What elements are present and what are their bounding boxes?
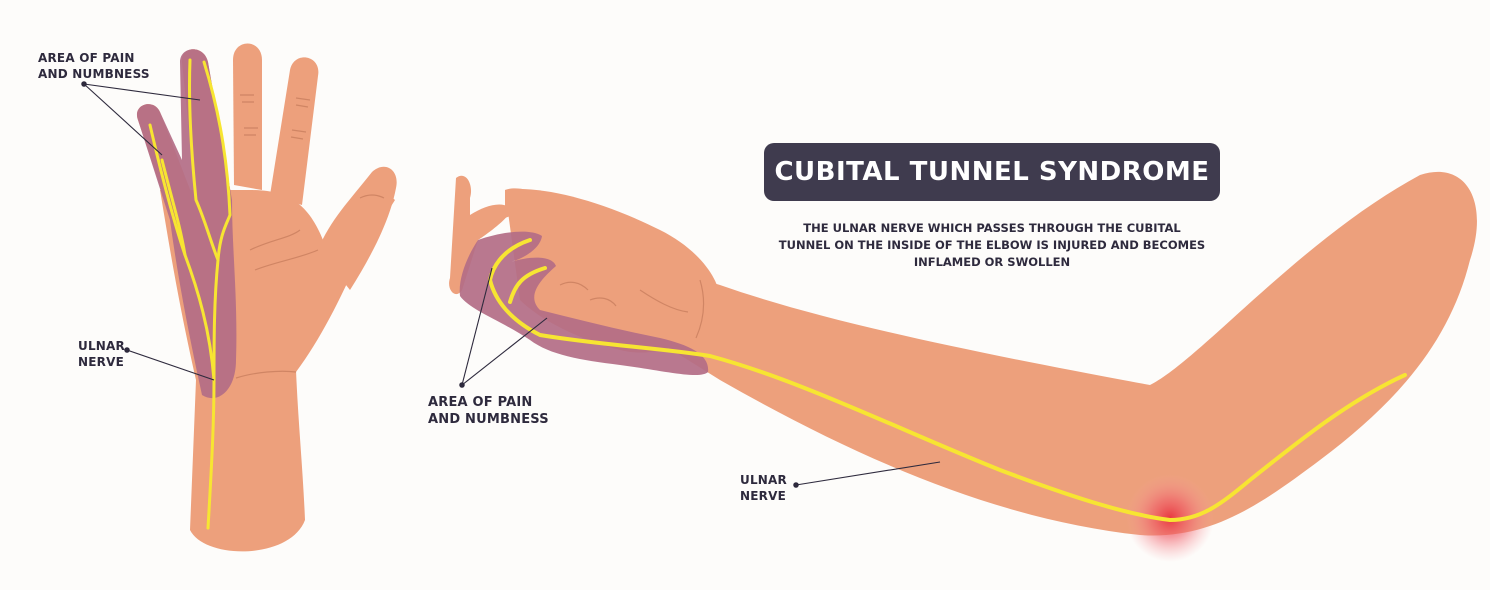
hand-pain-label: AREA OF PAIN AND NUMBNESS xyxy=(38,50,150,82)
hand-middle-finger xyxy=(270,57,319,205)
curled-hand-affected-area xyxy=(459,231,709,375)
hand-index-finger xyxy=(233,43,262,190)
arm-ulnar-nerve xyxy=(488,238,1407,523)
description-line-3: INFLAMED OR SWOLLEN xyxy=(913,255,1071,269)
arm-body xyxy=(590,171,1477,536)
hand-creases xyxy=(235,94,385,379)
page-title: CUBITAL TUNNEL SYNDROME xyxy=(774,157,1210,187)
hand-ulnar-nerve xyxy=(148,58,232,530)
description-line-2: TUNNEL ON THE INSIDE OF THE ELBOW IS INJ… xyxy=(778,238,1206,252)
arm-pain-label: AREA OF PAIN AND NUMBNESS xyxy=(428,394,549,428)
hand-pain-label-line1: AREA OF PAIN xyxy=(38,51,135,65)
hand-thumb xyxy=(318,166,397,290)
hand-wrist xyxy=(190,370,305,552)
hand-nerve-label-line2: NERVE xyxy=(78,355,124,369)
arm-nerve-label-line2: NERVE xyxy=(740,489,786,503)
arm-pain-label-line1: AREA OF PAIN xyxy=(428,395,533,410)
arm-pain-label-line2: AND NUMBNESS xyxy=(428,412,549,427)
open-hand xyxy=(136,43,397,552)
pointer-lines xyxy=(81,81,941,488)
hand-affected-area xyxy=(136,49,237,399)
hand-pain-label-line2: AND NUMBNESS xyxy=(38,67,150,81)
arm-nerve-label-line1: ULNAR xyxy=(740,473,787,487)
title-banner: CUBITAL TUNNEL SYNDROME xyxy=(764,143,1220,201)
curled-hand-back xyxy=(505,189,720,353)
description-line-1: THE ULNAR NERVE WHICH PASSES THROUGH THE… xyxy=(803,221,1181,235)
arm-with-curled-hand xyxy=(449,171,1477,562)
curled-hand-creases xyxy=(559,279,705,339)
hand-nerve-label: ULNAR NERVE xyxy=(78,338,125,370)
hand-nerve-label-line1: ULNAR xyxy=(78,339,125,353)
description: THE ULNAR NERVE WHICH PASSES THROUGH THE… xyxy=(760,220,1224,271)
curled-hand-thumb xyxy=(505,188,560,218)
curled-hand-index xyxy=(449,175,512,295)
arm-nerve-label: ULNAR NERVE xyxy=(740,472,787,504)
